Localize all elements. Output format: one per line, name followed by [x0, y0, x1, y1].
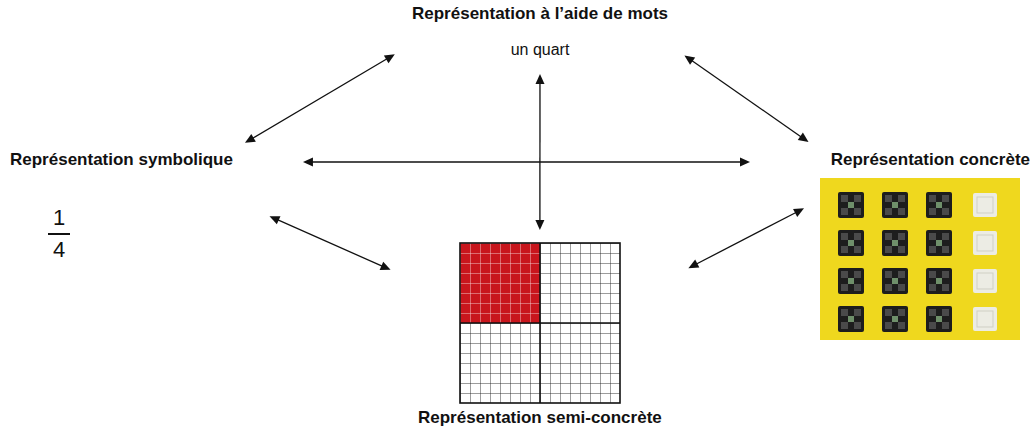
- representation-node: Représentation symbolique 1 4: [10, 150, 233, 262]
- connector-line: [252, 58, 388, 139]
- arrowhead: [245, 134, 256, 143]
- node-heading: Représentation à l’aide de mots: [412, 4, 668, 24]
- representation-node: Représentation à l’aide de mots un quart: [412, 4, 668, 60]
- connector-line: [311, 161, 742, 162]
- arrowhead: [793, 208, 804, 217]
- fraction-bar: [48, 232, 70, 236]
- double-arrow: [270, 216, 391, 270]
- arrowhead: [270, 216, 281, 224]
- arrowhead: [380, 262, 391, 270]
- arrowhead: [303, 158, 313, 167]
- representation-node: Représentation semi-concrète: [418, 242, 662, 428]
- double-arrow: [535, 74, 544, 230]
- arrowhead: [535, 220, 544, 230]
- double-arrow: [245, 54, 395, 143]
- double-arrow: [684, 55, 808, 142]
- connector-line: [539, 82, 540, 222]
- fraction-numerator: 1: [48, 206, 70, 230]
- representation-node: Représentation concrète: [820, 150, 1030, 340]
- arrowhead: [798, 133, 809, 142]
- node-heading: Représentation semi-concrète: [418, 408, 662, 428]
- connector-line: [277, 219, 383, 266]
- node-text: un quart: [412, 40, 668, 60]
- connector-line: [695, 212, 796, 265]
- arrowhead: [684, 55, 695, 64]
- hundred-grid: [459, 242, 621, 404]
- fraction-denominator: 4: [48, 238, 70, 262]
- fraction: 1 4: [48, 206, 70, 262]
- node-heading: Représentation symbolique: [10, 150, 233, 170]
- arrowhead: [535, 74, 544, 84]
- arrowhead: [384, 54, 395, 63]
- double-arrow: [688, 208, 804, 268]
- tiles-photo: [820, 178, 1020, 340]
- double-arrow: [303, 158, 750, 167]
- arrowhead: [740, 158, 750, 167]
- connector-line: [691, 60, 802, 137]
- arrowhead: [688, 260, 699, 269]
- node-heading: Représentation concrète: [820, 150, 1030, 170]
